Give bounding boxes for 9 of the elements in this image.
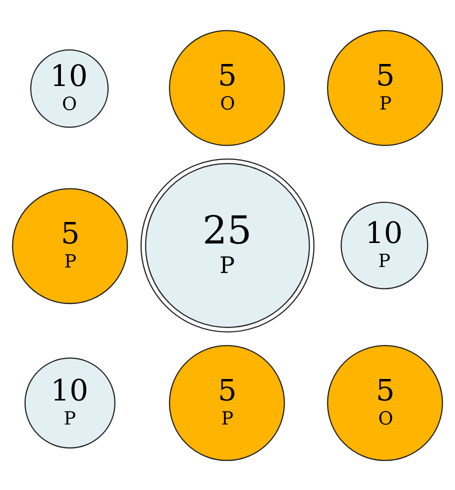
- node-circle: 5 O: [168, 29, 285, 146]
- node-circle: 10 O: [30, 48, 109, 128]
- node-circle: 5 P: [327, 29, 444, 146]
- node-circle: 5 O: [327, 344, 444, 461]
- node-circle: 5 P: [168, 344, 285, 461]
- node-circle: 10 P: [340, 201, 428, 289]
- node-circle: 25 P: [140, 158, 314, 332]
- node-circle: 5 P: [12, 188, 128, 304]
- node-circle: 10 P: [24, 357, 116, 448]
